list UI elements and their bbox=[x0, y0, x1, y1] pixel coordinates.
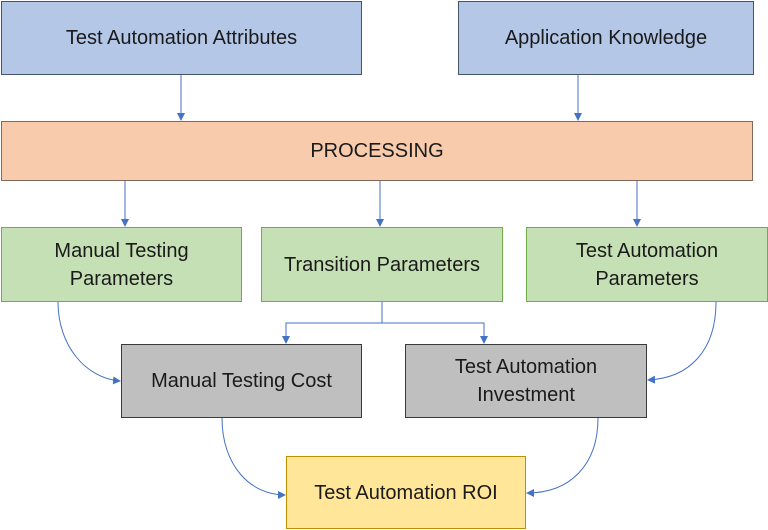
transition-parameters-label: Transition Parameters bbox=[284, 253, 480, 276]
processing-box: PROCESSING bbox=[1, 121, 753, 181]
test-automation-attributes-label: Test Automation Attributes bbox=[65, 27, 298, 49]
arrow-manual-cost-to-roi bbox=[221, 417, 286, 499]
arrow-transition-to-auto-investment bbox=[382, 322, 488, 344]
transition-parameters-box: Transition Parameters bbox=[261, 227, 503, 302]
processing-label: PROCESSING bbox=[310, 140, 444, 162]
test-automation-investment-box: Test Automation Investment bbox=[405, 344, 647, 418]
arrow-manual-params-to-manual-cost bbox=[57, 301, 121, 385]
manual-testing-parameters-box: Manual Testing Parameters bbox=[1, 227, 242, 302]
test-automation-roi-box: Test Automation ROI bbox=[286, 456, 526, 529]
arrow-transition-to-manual-cost bbox=[282, 302, 383, 344]
manual-testing-parameters-label: Manual Testing Parameters bbox=[54, 239, 189, 290]
manual-testing-cost-label: Manual Testing Cost bbox=[151, 370, 332, 392]
application-knowledge-label: Application Knowledge bbox=[504, 27, 708, 49]
test-automation-parameters-label: Test Automation Parameters bbox=[575, 239, 719, 290]
arrow-auto-params-to-auto-investment bbox=[647, 301, 717, 384]
application-knowledge-box: Application Knowledge bbox=[458, 1, 754, 75]
test-automation-parameters-box: Test Automation Parameters bbox=[526, 227, 768, 302]
arrow-auto-investment-to-roi bbox=[526, 417, 599, 497]
test-automation-investment-label: Test Automation Investment bbox=[454, 356, 598, 406]
manual-testing-cost-box: Manual Testing Cost bbox=[121, 344, 362, 418]
test-automation-attributes-box: Test Automation Attributes bbox=[1, 1, 362, 75]
test-automation-roi-label: Test Automation ROI bbox=[314, 481, 498, 504]
